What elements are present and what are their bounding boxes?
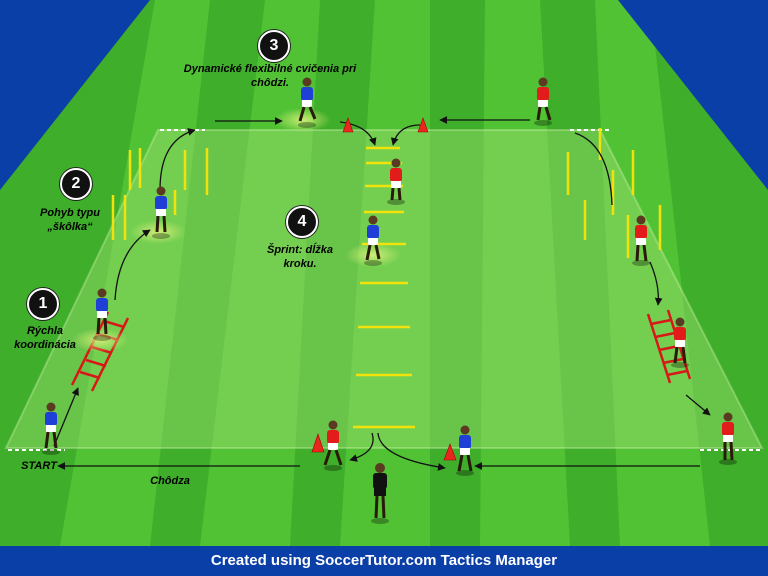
player-icon	[534, 77, 552, 126]
referee-icon	[371, 463, 389, 524]
player-icon	[93, 288, 111, 341]
step-3-label: Dynamické flexibilné cvičenia pri chôdzi…	[183, 63, 357, 89]
player-icon	[152, 186, 170, 239]
player-icon	[632, 215, 650, 266]
corner-right	[618, 0, 768, 190]
player-icon	[387, 158, 405, 205]
footer-credit: Created using SoccerTutor.com Tactics Ma…	[0, 546, 768, 576]
step-3-badge: 3	[258, 30, 290, 62]
cone-icon	[311, 117, 457, 461]
corner-left	[0, 0, 150, 190]
player-icon	[42, 402, 60, 455]
red-players	[323, 77, 737, 471]
step-2-label: Pohyb typu „škôlka“	[40, 207, 100, 233]
sprint-markers	[353, 146, 415, 429]
player-icon	[719, 412, 737, 465]
player-icon	[298, 77, 317, 128]
start-label: START	[21, 460, 57, 472]
pitch-stripes	[60, 0, 710, 546]
step-2-badge: 2	[60, 168, 92, 200]
player-icon	[323, 420, 343, 471]
training-area	[6, 130, 762, 448]
step-4-label: Šprint: dĺžka kroku.	[266, 244, 333, 270]
player-icon	[364, 215, 382, 266]
pole-icon	[111, 148, 209, 240]
player-icon	[456, 425, 474, 476]
step-4-badge: 4	[286, 206, 318, 238]
blue-players	[42, 77, 474, 476]
step-1-badge: 1	[27, 288, 59, 320]
player-icon	[671, 317, 689, 368]
pole-icon	[566, 128, 662, 258]
movement-arrows	[53, 116, 711, 471]
step-1-label: Rýchla koordinácia	[14, 325, 76, 351]
walk-label: Chôdza	[150, 475, 190, 487]
